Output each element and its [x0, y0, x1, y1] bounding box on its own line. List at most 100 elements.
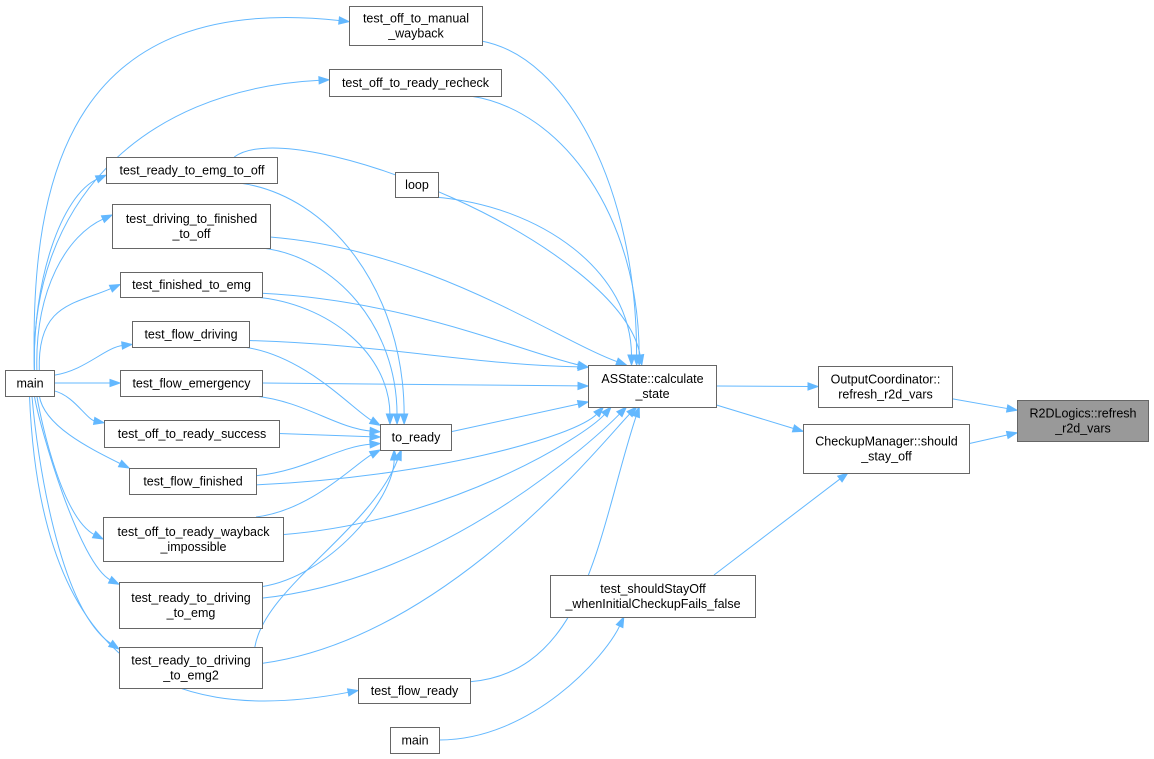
node-to-ready[interactable]: to_ready: [380, 424, 452, 451]
edge-main-left-to-t-off-manual: [33, 16, 351, 371]
node-box: [550, 575, 756, 618]
edge-main-left-to-t-ready-driving-emg: [33, 395, 121, 585]
node-calc-state[interactable]: ASState::calculate_state: [588, 365, 717, 408]
node-t-should-stay-off[interactable]: test_shouldStayOff_whenInitialCheckupFai…: [550, 575, 756, 618]
node-box: [1017, 400, 1149, 442]
node-t-flow-driving[interactable]: test_flow_driving: [132, 321, 250, 348]
edge-t-flow-driving-to-to-ready: [243, 346, 382, 427]
node-box: [395, 172, 439, 198]
node-label: _impossible: [159, 540, 226, 554]
node-box: [380, 424, 452, 451]
node-label: _to_off: [171, 227, 211, 241]
node-box: [119, 647, 263, 689]
edge-t-off-recheck-to-calc-state: [469, 95, 644, 367]
node-t-flow-finished[interactable]: test_flow_finished: [129, 468, 257, 495]
nodes-layer: R2DLogics::refresh_r2d_vars OutputCoordin…: [5, 6, 1149, 754]
node-t-off-success[interactable]: test_off_to_ready_success: [104, 420, 280, 448]
node-box: [120, 272, 263, 298]
node-t-flow-emergency[interactable]: test_flow_emergency: [120, 370, 263, 397]
node-label: _to_emg: [166, 606, 216, 620]
edge-main-left-to-t-off-recheck: [33, 76, 331, 371]
edge-t-flow-ready-to-calc-state: [469, 405, 640, 683]
edge-checkup-should-to-r2d-refresh: [968, 430, 1019, 445]
edge-t-ready-emg-off-to-calc-state: [233, 147, 645, 367]
edge-t-off-wayback-to-calc-state: [282, 405, 613, 536]
edge-t-off-success-to-to-ready: [278, 432, 382, 441]
edge-t-off-wayback-to-to-ready: [255, 449, 382, 518]
node-label: test_shouldStayOff: [600, 582, 706, 596]
node-box: [129, 468, 257, 495]
edge-main-bottom-to-t-should-stay-off: [438, 615, 625, 741]
node-t-ready-driving-emg[interactable]: test_ready_to_driving_to_emg: [119, 582, 263, 629]
node-label: test_driving_to_finished: [126, 212, 257, 226]
node-t-off-wayback[interactable]: test_off_to_ready_wayback_impossible: [103, 517, 284, 562]
node-box: [112, 204, 271, 249]
edge-t-driving-finished-to-to-ready: [262, 247, 402, 426]
node-label: test_flow_driving: [144, 328, 237, 342]
node-box: [818, 366, 953, 408]
edge-t-ready-driving-emg2-to-to-ready: [254, 448, 402, 648]
edge-main-left-to-t-ready-emg-off: [33, 174, 108, 371]
edge-t-finished-emg-to-calc-state: [261, 292, 590, 369]
edge-t-driving-finished-to-calc-state: [269, 236, 628, 366]
node-label: ASState::calculate: [601, 372, 703, 386]
node-t-flow-ready[interactable]: test_flow_ready: [358, 678, 471, 704]
edge-t-should-stay-off-to-checkup-should: [713, 472, 849, 576]
node-loop[interactable]: loop: [395, 172, 439, 198]
edge-main-left-to-t-flow-finished: [38, 395, 131, 469]
edge-main-left-to-t-flow-driving: [53, 341, 134, 376]
node-label: test_off_to_ready_success: [118, 427, 266, 441]
edge-main-left-to-t-off-success: [53, 390, 106, 426]
edge-t-flow-emergency-to-to-ready: [254, 395, 382, 436]
node-box: [119, 582, 263, 629]
node-t-off-recheck[interactable]: test_off_to_ready_recheck: [329, 69, 502, 97]
node-label: main: [401, 734, 428, 748]
node-label: test_ready_to_emg_to_off: [119, 164, 265, 178]
edge-output-refresh-to-r2d-refresh: [951, 398, 1019, 413]
edge-calc-state-to-checkup-should: [715, 404, 805, 433]
node-box: [803, 424, 970, 474]
edge-main-left-to-t-flow-emergency: [54, 378, 122, 388]
edge-t-ready-emg-off-to-to-ready: [239, 182, 409, 426]
edge-t-ready-driving-emg2-to-calc-state: [261, 405, 638, 664]
node-label: R2DLogics::refresh: [1030, 407, 1137, 421]
node-output-refresh[interactable]: OutputCoordinator::refresh_r2d_vars: [818, 366, 953, 408]
edge-to-ready-to-calc-state: [450, 399, 590, 433]
node-label: _whenInitialCheckupFails_false: [564, 597, 740, 611]
node-box: [588, 365, 717, 408]
node-t-off-manual[interactable]: test_off_to_manual_wayback: [349, 6, 483, 46]
node-box: [132, 321, 250, 348]
node-main-left[interactable]: main: [5, 370, 55, 397]
node-label: test_ready_to_driving: [131, 654, 251, 668]
node-label: to_ready: [392, 431, 441, 445]
node-label: OutputCoordinator::: [831, 373, 941, 387]
node-box: [358, 678, 471, 704]
node-label: _to_emg2: [162, 669, 219, 683]
node-box: [103, 517, 284, 562]
edge-loop-to-calc-state: [433, 196, 636, 367]
node-label: main: [16, 377, 43, 391]
node-box: [120, 370, 263, 397]
node-label: test_ready_to_driving: [131, 591, 251, 605]
node-label: test_finished_to_emg: [132, 278, 251, 292]
node-r2d-refresh[interactable]: R2DLogics::refresh_r2d_vars: [1017, 400, 1149, 442]
edges-layer: [29, 16, 1019, 741]
node-t-ready-driving-emg2[interactable]: test_ready_to_driving_to_emg2: [119, 647, 263, 689]
node-label: loop: [405, 178, 429, 192]
node-box: [349, 6, 483, 46]
node-t-driving-finished[interactable]: test_driving_to_finished_to_off: [112, 204, 271, 249]
node-t-finished-emg[interactable]: test_finished_to_emg: [120, 272, 263, 298]
edge-t-finished-emg-to-to-ready: [254, 296, 395, 426]
node-main-bottom[interactable]: main: [390, 727, 440, 754]
edge-t-flow-driving-to-calc-state: [248, 340, 590, 372]
node-t-ready-emg-off[interactable]: test_ready_to_emg_to_off: [106, 157, 278, 184]
node-label: _wayback: [387, 27, 444, 41]
node-checkup-should[interactable]: CheckupManager::should_stay_off: [803, 424, 970, 474]
node-box: [329, 69, 502, 97]
node-label: refresh_r2d_vars: [838, 388, 933, 402]
node-label: test_flow_finished: [143, 475, 242, 489]
edge-calc-state-to-output-refresh: [715, 382, 820, 391]
node-box: [5, 370, 55, 397]
edge-t-off-manual-to-calc-state: [481, 40, 641, 367]
